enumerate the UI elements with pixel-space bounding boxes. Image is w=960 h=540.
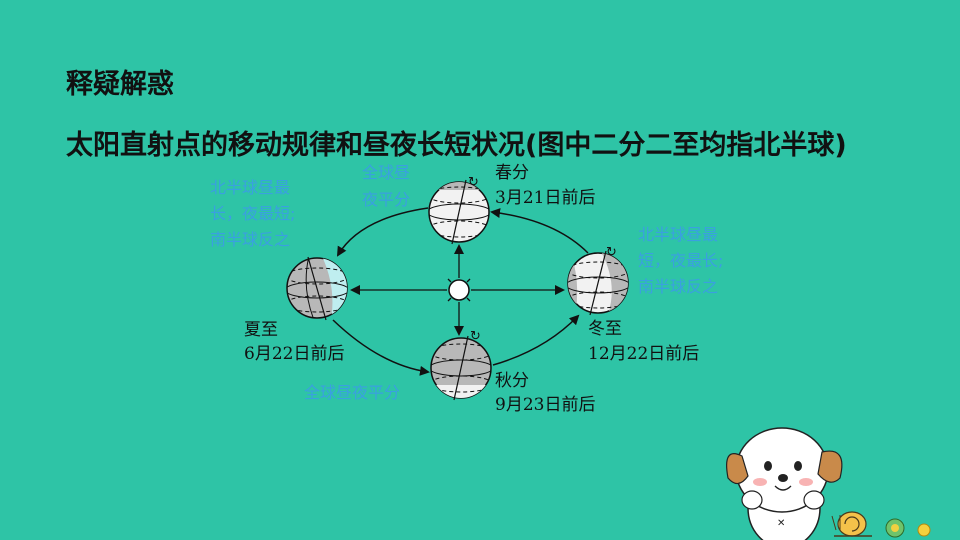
spring-date: 3月21日前后 [495,188,595,208]
svg-text:✕: ✕ [777,518,785,529]
spring-note-line1: 全球昼 [362,163,410,182]
summer-name: 夏至 [244,320,278,340]
autumn-note-line1: 全球昼夜平分 [304,383,400,402]
winter-note-line3: 南半球反之 [638,277,718,296]
orbit-arc-summer-autumn [332,319,430,376]
spring-name: 春分 [495,163,529,183]
spring-note-line2: 夜平分 [362,190,410,209]
flower-icon [885,518,931,538]
summer-date: 6月22日前后 [244,344,344,364]
earth-autumn: ↻ [430,329,492,401]
page-subtitle: 太阳直射点的移动规律和昼夜长短状况(图中二分二至均指北半球) [66,130,847,161]
winter-note-line2: 短，夜最长; [638,251,723,270]
winter-name: 冬至 [588,319,622,339]
svg-text:↻: ↻ [468,175,479,190]
summer-note-line3: 南半球反之 [210,230,290,249]
earth-summer [286,256,348,321]
summer-note-line1: 北半球昼最 [210,178,290,197]
sun-rays [350,244,565,336]
svg-text:↻: ↻ [606,245,617,260]
page-title: 释疑解惑 [66,69,174,100]
summer-note-line2: 长，夜最短; [210,204,295,223]
winter-note-line1: 北半球昼最 [638,225,718,244]
orbit-arc-winter-spring [490,208,589,254]
orbit-arc-spring-summer [336,207,429,257]
sun-icon [443,274,475,306]
svg-text:↻: ↻ [470,329,481,344]
earth-spring: ↻ [428,175,490,245]
autumn-name: 秋分 [495,371,529,391]
cartoon-dog-icon: ✕ [726,427,843,540]
autumn-date: 9月23日前后 [495,395,595,415]
winter-date: 12月22日前后 [588,344,699,364]
orbit-arcs [332,207,589,376]
earth-winter: ↻ [567,245,629,316]
snail-icon [831,511,872,537]
orbit-arc-autumn-winter [492,314,580,366]
